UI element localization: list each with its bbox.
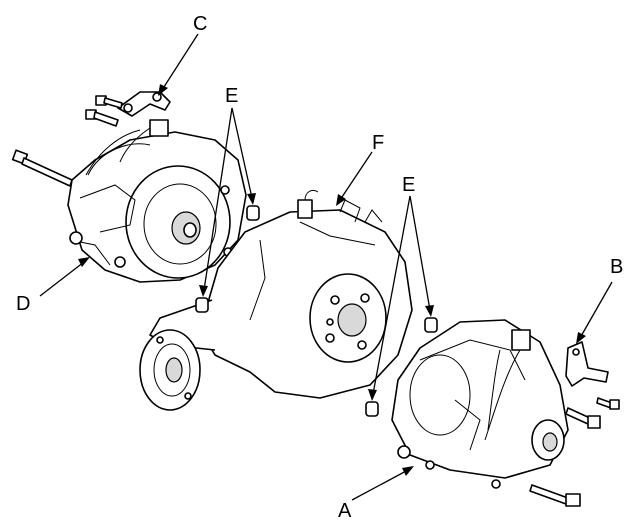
label-e-right: E <box>402 174 416 196</box>
leader-d <box>39 257 90 297</box>
dowel-pin-1 <box>246 205 260 221</box>
label-f: F <box>372 132 385 154</box>
bolt-c2 <box>85 109 119 127</box>
label-c: C <box>193 13 208 35</box>
bolt-d <box>11 149 73 187</box>
leader-b <box>576 281 613 344</box>
dowel-pin-4 <box>365 401 379 417</box>
dowel-pin-3 <box>424 317 438 333</box>
part-c-bracket <box>85 91 171 176</box>
leader-c <box>158 33 199 96</box>
leader-e-right <box>368 195 434 401</box>
bolt-c1 <box>95 95 123 109</box>
label-d: D <box>16 293 31 315</box>
part-a-housing <box>391 319 569 489</box>
bolt-a2 <box>565 407 601 429</box>
label-e-left: E <box>225 85 239 107</box>
part-b-bracket <box>565 341 609 387</box>
part-f-center-case <box>139 189 413 411</box>
bolt-a1 <box>529 484 581 507</box>
part-d-housing <box>67 131 247 283</box>
leader-a <box>351 466 414 501</box>
dowel-pin-2 <box>195 297 209 313</box>
leader-e-left <box>199 107 256 297</box>
leader-f <box>336 151 373 206</box>
label-b: B <box>610 256 624 278</box>
bolt-b <box>596 397 620 410</box>
label-a: A <box>338 500 352 522</box>
